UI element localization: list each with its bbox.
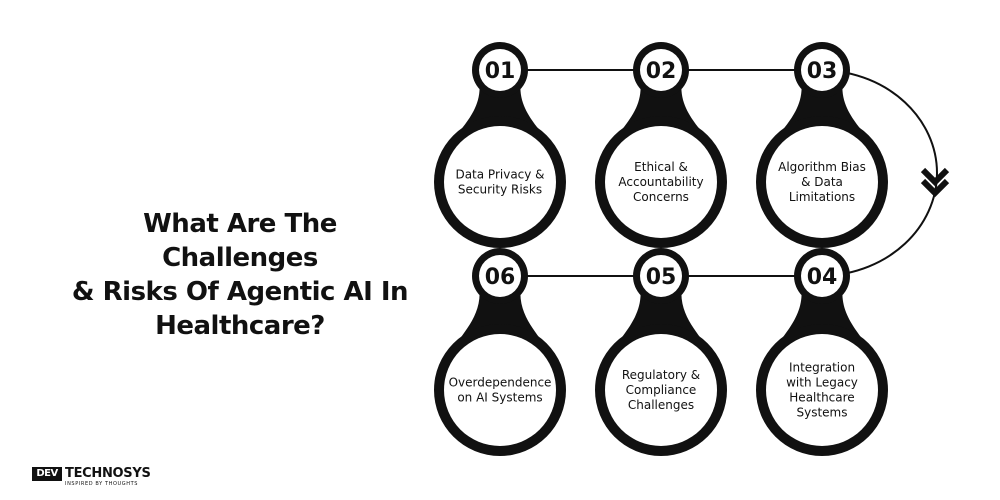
step-label-line: Concerns	[633, 190, 689, 204]
step-label-line: & Data	[801, 175, 843, 189]
node-body	[444, 126, 556, 238]
step-label-line: with Legacy	[786, 376, 858, 390]
node-body	[766, 334, 878, 446]
step-label-line: Challenges	[628, 398, 694, 412]
title-line-3: Healthcare?	[155, 311, 325, 342]
step-label-line: Ethical &	[634, 160, 688, 174]
step-label-line: Compliance	[626, 383, 697, 397]
step-label-line: on AI Systems	[457, 391, 542, 405]
step-label-line: Systems	[797, 406, 848, 420]
node-badge-inner	[640, 49, 682, 91]
node-body	[605, 126, 717, 238]
node-badge-inner	[479, 255, 521, 297]
title-line-2: & Risks Of Agentic AI In	[71, 277, 409, 308]
node-body	[766, 126, 878, 238]
step-label-line: Accountability	[618, 175, 703, 189]
step-number: 05	[646, 265, 677, 290]
node-body	[444, 334, 556, 446]
logo-name: TECHNOSYS	[65, 466, 151, 481]
node-badge-inner	[801, 255, 843, 297]
step-label-line: Data Privacy &	[455, 168, 544, 182]
step-number: 03	[807, 59, 838, 84]
step-number: 01	[485, 59, 516, 84]
step-number: 04	[807, 265, 838, 290]
step-number: 06	[485, 265, 516, 290]
step-label-line: Integration	[789, 361, 855, 375]
company-logo: DEV TECHNOSYS INSPIRED BY THOUGHTS	[32, 466, 162, 490]
node-body	[605, 334, 717, 446]
step-label-line: Regulatory &	[622, 368, 700, 382]
connector-03-04-curve	[821, 69, 939, 277]
page-title: What Are The Challenges & Risks Of Agent…	[70, 207, 410, 343]
step-number: 02	[646, 59, 677, 84]
chevron-down-icon	[920, 167, 950, 198]
step-label-line: Healthcare	[789, 391, 854, 405]
node-badge-inner	[640, 255, 682, 297]
step-label-line: Algorithm Bias	[778, 160, 866, 174]
logo-mark: DEV	[32, 467, 62, 481]
step-label-line: Security Risks	[458, 183, 542, 197]
step-label-line: Limitations	[789, 190, 855, 204]
node-badge-inner	[479, 49, 521, 91]
step-label-line: Overdependence	[449, 376, 552, 390]
title-line-1: What Are The Challenges	[143, 209, 337, 274]
node-badge-inner	[801, 49, 843, 91]
logo-tagline: INSPIRED BY THOUGHTS	[65, 481, 139, 487]
